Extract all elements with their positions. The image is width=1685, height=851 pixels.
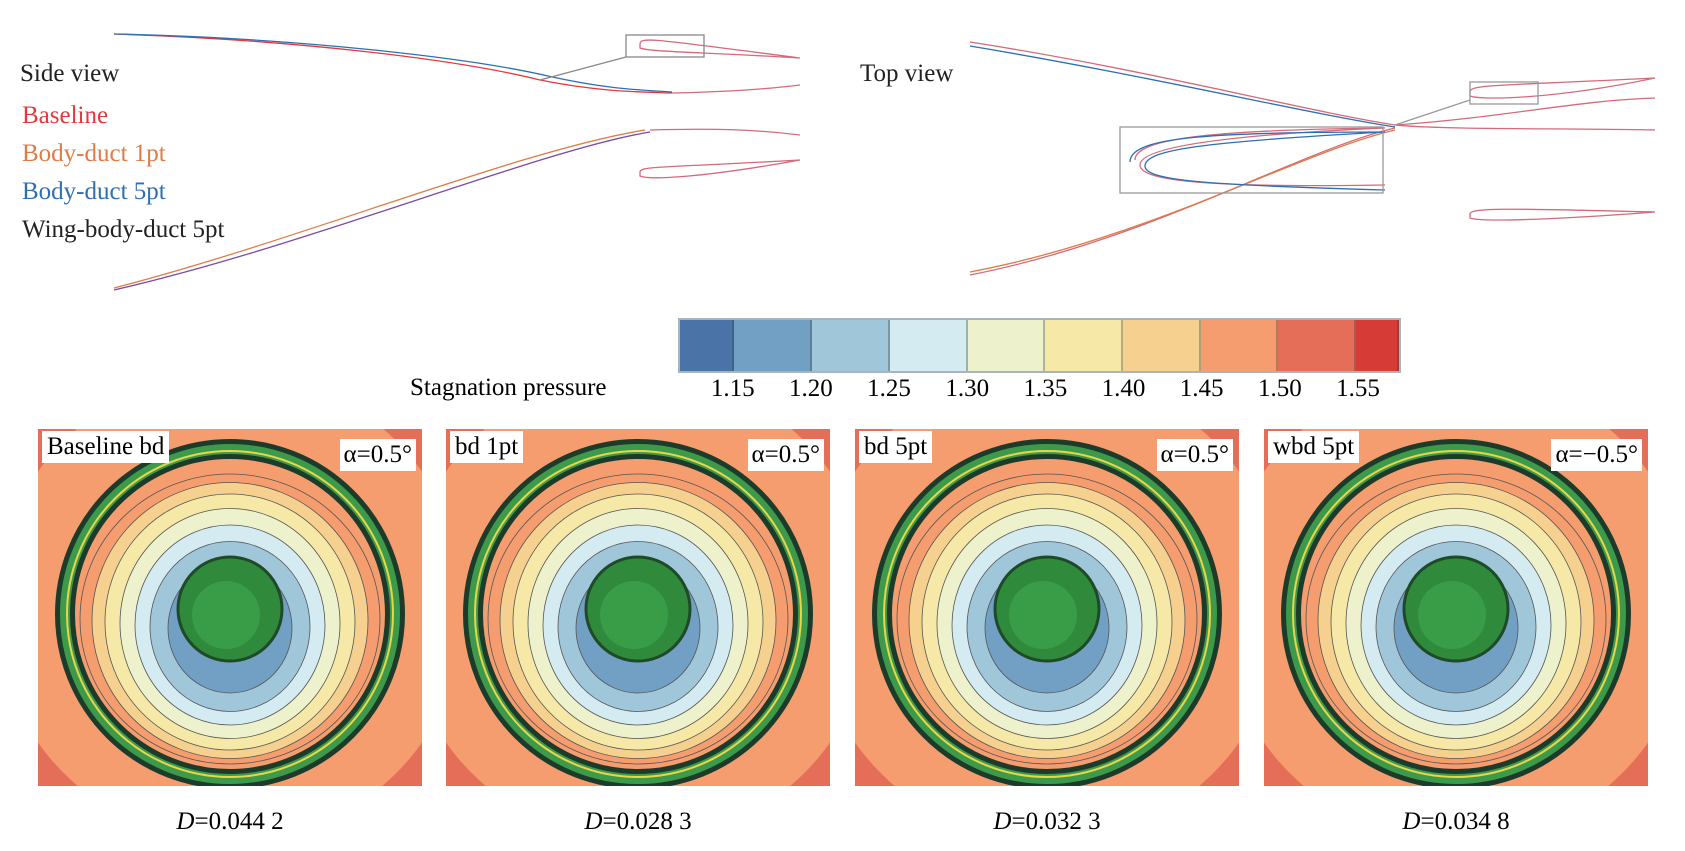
colorbar-segment <box>1045 320 1123 371</box>
contour-plot <box>855 429 1239 786</box>
distortion-value: D=0.034 8 <box>1264 808 1648 836</box>
colorbar-tick: 1.35 <box>1023 375 1068 402</box>
geometry-outlines <box>113 33 1656 291</box>
colorbar-tick: 1.50 <box>1257 375 1302 402</box>
distortion-symbol: D <box>993 808 1012 835</box>
distortion-value: D=0.044 2 <box>38 808 422 836</box>
side-view-outlines <box>113 33 801 291</box>
colorbar-label: Stagnation pressure <box>410 374 607 401</box>
colorbar-tick: 1.40 <box>1101 375 1146 402</box>
contour-plot <box>1264 429 1648 786</box>
colorbar-segment <box>680 320 735 371</box>
colorbar-segment <box>1356 320 1399 371</box>
hub-highlight <box>1009 581 1077 649</box>
colorbar-tick: 1.55 <box>1336 375 1380 402</box>
distortion-number: =0.032 3 <box>1011 808 1101 835</box>
colorbar-tick: 1.20 <box>789 375 833 402</box>
duct-ring-inner <box>468 444 808 784</box>
distortion-number: =0.044 2 <box>194 808 284 835</box>
distortion-value: D=0.032 3 <box>855 808 1239 836</box>
duct-ring-highlight <box>66 450 394 778</box>
hub-highlight <box>1418 581 1486 649</box>
duct-ring-inner <box>1286 444 1626 784</box>
contour-plot <box>38 429 422 786</box>
top-view-title: Top view <box>860 60 954 87</box>
colorbar-segment <box>1200 320 1279 371</box>
distortion-symbol: D <box>176 808 195 835</box>
contour-panel: bd 5pt α=0.5° <box>855 429 1239 786</box>
hub-highlight <box>600 581 668 649</box>
hub-highlight <box>192 581 260 649</box>
duct-ring-highlight <box>474 450 802 778</box>
colorbar-segment <box>889 320 968 371</box>
colorbar-tick: 1.25 <box>867 375 911 402</box>
angle-of-attack-label: α=0.5° <box>1156 439 1233 471</box>
legend-wing-body-duct-5pt: Wing-body-duct 5pt <box>22 216 225 243</box>
duct-ring-inner <box>877 444 1217 784</box>
panel-title: Baseline bd <box>42 431 170 463</box>
colorbar-segment <box>734 320 813 371</box>
colorbar-segment <box>967 320 1046 371</box>
side-view-title: Side view <box>20 60 120 87</box>
angle-of-attack-label: α=−0.5° <box>1551 439 1642 471</box>
legend-body-duct-1pt: Body-duct 1pt <box>22 140 166 167</box>
duct-ring-highlight <box>883 450 1211 778</box>
top-view-outlines <box>969 41 1656 276</box>
colorbar-segment <box>1123 320 1201 371</box>
legend-body-duct-5pt: Body-duct 5pt <box>22 178 166 205</box>
contour-panel: bd 1pt α=0.5° <box>446 429 830 786</box>
colorbar <box>678 318 1401 373</box>
colorbar-tick: 1.15 <box>710 375 755 402</box>
legend-baseline: Baseline <box>22 102 109 129</box>
panel-title: bd 1pt <box>450 431 524 463</box>
distortion-number: =0.034 8 <box>1420 808 1510 835</box>
distortion-number: =0.028 3 <box>602 808 692 835</box>
contour-panel: Baseline bd α=0.5° <box>38 429 422 786</box>
angle-of-attack-label: α=0.5° <box>747 439 824 471</box>
duct-ring-highlight <box>1292 450 1620 778</box>
panel-title: wbd 5pt <box>1268 431 1360 463</box>
distortion-symbol: D <box>584 808 603 835</box>
contour-panel: wbd 5pt α=−0.5° <box>1264 429 1648 786</box>
contour-plot <box>446 429 830 786</box>
distortion-value: D=0.028 3 <box>446 808 830 836</box>
angle-of-attack-label: α=0.5° <box>339 439 416 471</box>
colorbar-segment <box>1278 320 1357 371</box>
panel-title: bd 5pt <box>859 431 933 463</box>
distortion-symbol: D <box>1402 808 1421 835</box>
colorbar-segment <box>812 320 890 371</box>
colorbar-tick: 1.45 <box>1179 375 1224 402</box>
duct-ring-inner <box>60 444 400 784</box>
colorbar-tick: 1.30 <box>945 375 990 402</box>
